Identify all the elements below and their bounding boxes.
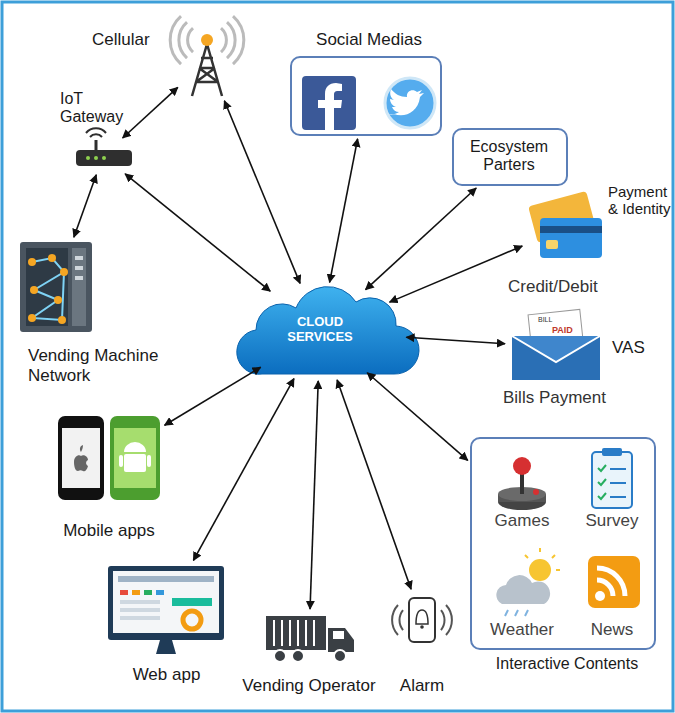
vending-network-node: Vending Machine Network [18,240,94,334]
vending-operator-node: Vending Operator [262,612,356,664]
node-title: Mobile apps [49,521,169,541]
monitor-icon [108,566,224,654]
router-icon [76,128,132,166]
facebook-logo [302,76,356,130]
cloud-shape [237,287,419,375]
envelope-icon [512,309,600,380]
survey-icon [592,448,632,508]
rss-icon [588,556,640,608]
node-title: News [572,620,652,640]
node-title: VAS [612,338,656,358]
connector-arrow [310,381,318,609]
web-app-node: Web app [105,563,228,655]
connector-arrow [406,337,505,344]
connector-arrow [330,139,358,282]
connector-arrow [123,87,178,138]
node-title: Weather [478,620,566,640]
node-title: Survey [572,511,652,531]
survey-node: Survey [572,443,656,535]
vending-rack-icon [20,242,92,332]
games-node: Games [478,443,570,535]
node-title: Social Medias [304,30,434,50]
weather-node: Weather [478,546,570,644]
node-title: Ecosystem Parters [454,138,564,175]
node-title: Payment & Identity [608,183,672,218]
truck-icon [266,616,354,662]
node-title: Cellular [92,30,174,50]
node-title: Vending Machine Network [28,346,178,385]
cellular-node: Cellular [180,22,235,98]
connector-arrow [337,380,411,589]
node-title: Interactive Contents [478,655,656,673]
gateway-node: IoT Gateway [70,140,136,172]
news-node: News [572,546,656,644]
node-subtitle: Bills Payment [503,388,635,408]
connector-arrow [366,188,477,290]
node-title: IoT Gateway [60,90,126,127]
alarm-icon [392,598,452,642]
cloud-node: CLOUD SERVICES [236,285,404,378]
interactive-box: GamesSurveyWeatherNewsInteractive Conten… [470,437,656,650]
credit-card-icon [528,191,602,258]
payment-node: Payment & IdentityCredit/Debit [525,193,605,263]
social-media-box: Social Medias [290,56,442,136]
partner-box: Ecosystem Parters [452,128,568,186]
alarm-node: Alarm [396,592,448,648]
stamp-text: BILL [538,316,552,323]
weather-icon [496,548,560,616]
cell-tower-icon [170,16,244,96]
node-title: Vending Operator [230,676,388,696]
connector-arrow [193,379,294,561]
node-title: CLOUD SERVICES [281,315,359,345]
node-title: Alarm [384,676,460,696]
connector-arrow [125,174,270,291]
connector-arrow [390,246,523,302]
vas-node: VASBills Payment [508,312,602,382]
mobile-apps-node: Mobile apps [55,415,162,503]
node-title: Web app [105,665,228,685]
twitter-logo [385,78,435,128]
node-title: Games [478,511,566,531]
joystick-icon [498,457,546,510]
connector-arrow [74,175,96,237]
connector-arrow [224,101,300,284]
node-subtitle: Credit/Debit [508,277,620,297]
connector-arrow [165,367,261,425]
stamp-text: PAID [552,326,573,335]
phone-icons [58,416,160,500]
connector-arrow [367,373,467,461]
